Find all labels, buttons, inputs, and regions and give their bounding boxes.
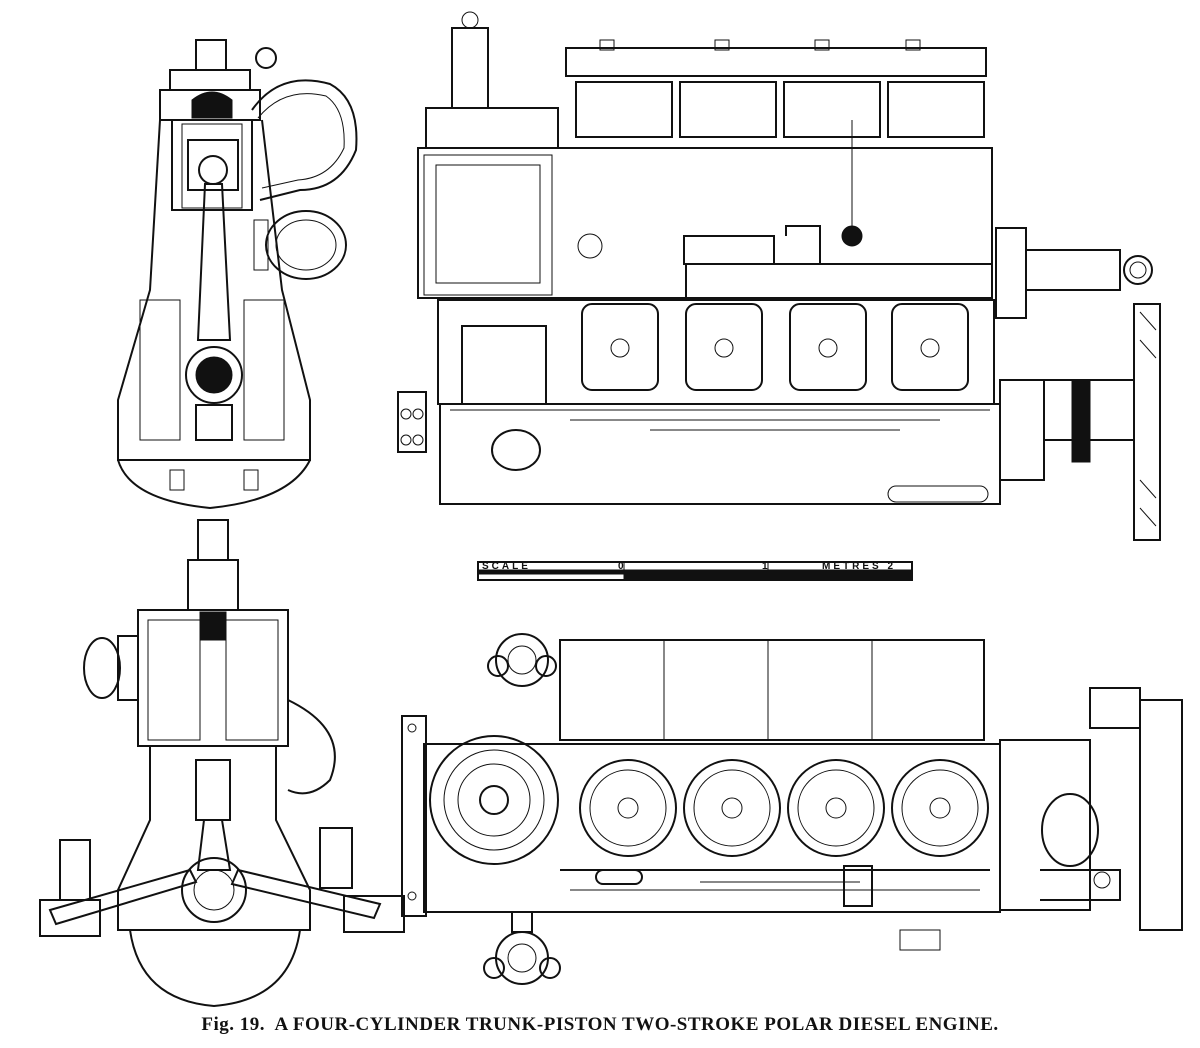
- end-section-view-upper: [117, 39, 358, 510]
- plan-view: [401, 633, 1183, 985]
- figure-label: Fig. 19.: [201, 1014, 265, 1035]
- scale-right-text: METRES 2: [822, 561, 896, 572]
- figure-title: A FOUR-CYLINDER TRUNK-PISTON TWO-STROKE …: [274, 1014, 999, 1035]
- scale-bar: SCALE 0 1 METRES 2: [477, 561, 913, 581]
- end-section-view-lower: [39, 519, 405, 1008]
- scale-zero-text: 0: [618, 561, 627, 572]
- engine-drawing: SCALE 0 1 METRES 2: [39, 11, 1183, 1008]
- figure-caption: Fig. 19. A FOUR-CYLINDER TRUNK-PISTON TW…: [0, 1014, 1200, 1036]
- scale-left-text: SCALE: [482, 561, 531, 572]
- scale-one-text: 1: [762, 561, 771, 572]
- side-elevation-view: [397, 11, 1161, 541]
